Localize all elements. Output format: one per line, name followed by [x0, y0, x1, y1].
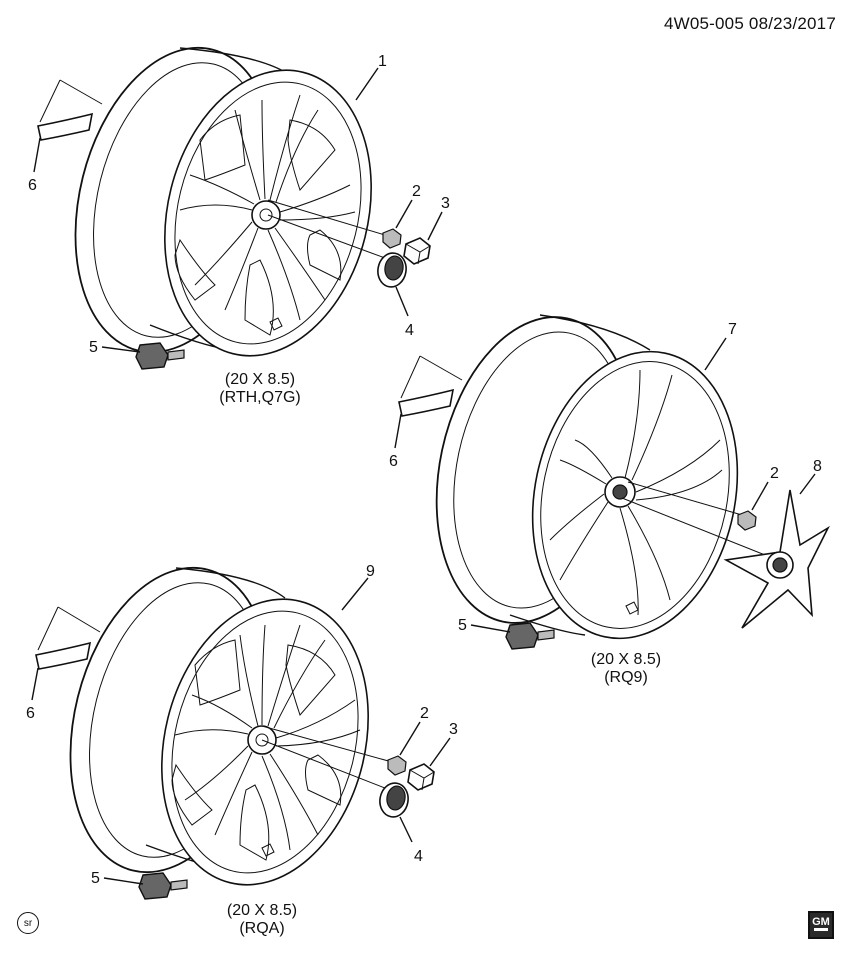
- callout-3-b: 3: [449, 721, 458, 738]
- callout-5-a: 5: [89, 339, 98, 356]
- diagram-code: 4W05-005 08/23/2017: [663, 14, 836, 33]
- wheel-1-tpms-sensor: [135, 342, 185, 370]
- wheel-7-tpms-sensor: [505, 622, 555, 650]
- gm-logo-text: GM: [812, 916, 830, 928]
- callout-4-b: 4: [414, 848, 423, 865]
- callout-2-c: 2: [420, 705, 429, 722]
- callout-2-a: 2: [412, 183, 421, 200]
- wheel-1-assembly: [74, 46, 372, 357]
- wheel-9-assembly: [69, 566, 369, 886]
- callout-1: 1: [378, 53, 387, 70]
- leader-1: [355, 67, 379, 101]
- callout-6-b: 6: [389, 453, 398, 470]
- callout-4-a: 4: [405, 322, 414, 339]
- callout-8: 8: [813, 458, 822, 475]
- wheel-9-tpms-sensor: [138, 872, 188, 900]
- wheel-1-center-cap: [377, 252, 407, 288]
- gm-logo: GM: [808, 911, 834, 939]
- wheel-7-lug-nut: [737, 510, 757, 531]
- wheel-9-lug-nut: [387, 755, 407, 776]
- sr-badge: sr: [17, 912, 39, 934]
- callout-7: 7: [728, 321, 737, 338]
- wheel-7-balance-weight: [398, 355, 463, 417]
- wheel-9-balance-weight: [35, 606, 101, 670]
- callout-9: 9: [366, 563, 375, 580]
- callout-5-c: 5: [91, 870, 100, 887]
- wheel-9-nut-cap: [407, 763, 435, 791]
- wheel-7-assembly: [435, 314, 739, 640]
- wheel-9-option: (RQA): [239, 920, 284, 937]
- wheel-7-option: (RQ9): [604, 669, 648, 686]
- callout-6-c: 6: [26, 705, 35, 722]
- callout-2-b: 2: [770, 465, 779, 482]
- wheel-1-hub: [251, 200, 281, 230]
- callout-5-b: 5: [458, 617, 467, 634]
- callout-3-a: 3: [441, 195, 450, 212]
- wheel-1-option: (RTH,Q7G): [219, 389, 300, 406]
- wheel-1-nut-cap: [403, 237, 431, 265]
- wheel-9-center-cap: [379, 782, 409, 818]
- wheel-7-size: (20 X 8.5): [591, 651, 661, 668]
- wheel-1-lug-nut: [382, 228, 402, 249]
- wheel-1-size: (20 X 8.5): [225, 371, 295, 388]
- wheel-1-balance-weight: [37, 79, 103, 141]
- wheel-9-size: (20 X 8.5): [227, 902, 297, 919]
- callout-6-a: 6: [28, 177, 37, 194]
- wheel-7-star-center-cap: [723, 489, 830, 629]
